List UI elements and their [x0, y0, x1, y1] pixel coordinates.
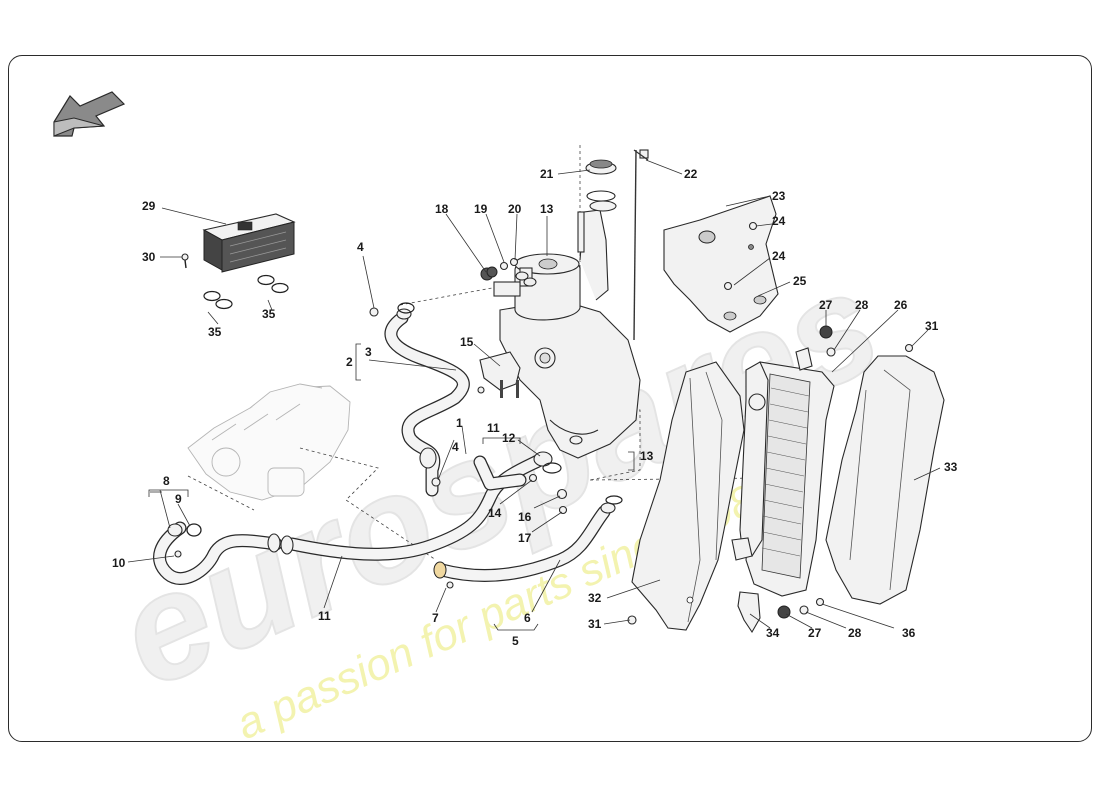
callout-labels: 1 2 3 4 4 5 6 7 8 9 10 11 11 12 13 13 14… — [112, 167, 958, 648]
callout-31-lower[interactable]: 31 — [588, 617, 602, 631]
engine-outline — [187, 383, 351, 501]
callout-7[interactable]: 7 — [432, 611, 439, 625]
callout-4[interactable]: 4 — [357, 240, 364, 254]
diagram-frame — [8, 55, 1092, 742]
oil-cooler — [181, 213, 296, 310]
callout-27[interactable]: 27 — [819, 298, 833, 312]
air-duct-front — [631, 361, 745, 631]
callout-20[interactable]: 20 — [508, 202, 522, 216]
callout-26[interactable]: 26 — [894, 298, 908, 312]
callout-31[interactable]: 31 — [925, 319, 939, 333]
arrow-back-icon[interactable] — [53, 91, 126, 137]
callout-18[interactable]: 18 — [435, 202, 449, 216]
callout-25[interactable]: 25 — [793, 274, 807, 288]
callout-1[interactable]: 1 — [456, 416, 463, 430]
callout-32[interactable]: 32 — [588, 591, 602, 605]
callout-5[interactable]: 5 — [512, 634, 519, 648]
radiator — [731, 347, 835, 597]
callout-36[interactable]: 36 — [902, 626, 916, 640]
oil-tank — [479, 159, 641, 459]
callout-28-lower[interactable]: 28 — [848, 626, 862, 640]
callout-2[interactable]: 2 — [346, 355, 353, 369]
callout-33[interactable]: 33 — [944, 460, 958, 474]
callout-15[interactable]: 15 — [460, 335, 474, 349]
callout-16[interactable]: 16 — [518, 510, 532, 524]
callout-6[interactable]: 6 — [524, 611, 531, 625]
callout-8[interactable]: 8 — [163, 474, 170, 488]
callout-10[interactable]: 10 — [112, 556, 126, 570]
callout-14[interactable]: 14 — [488, 506, 502, 520]
hose-assemblies — [153, 302, 623, 585]
callout-24-lower[interactable]: 24 — [772, 249, 786, 263]
callout-34[interactable]: 34 — [766, 626, 780, 640]
dipstick — [633, 149, 649, 341]
callout-24[interactable]: 24 — [772, 214, 786, 228]
hardware — [174, 221, 914, 634]
callout-28[interactable]: 28 — [855, 298, 869, 312]
callout-11[interactable]: 11 — [318, 609, 331, 623]
callout-3[interactable]: 3 — [365, 345, 372, 359]
callout-19[interactable]: 19 — [474, 202, 488, 216]
callout-13[interactable]: 13 — [540, 202, 554, 216]
heat-shield — [663, 195, 779, 333]
callout-35-right[interactable]: 35 — [262, 307, 276, 321]
callout-17[interactable]: 17 — [518, 531, 532, 545]
group-brackets — [148, 299, 635, 631]
callout-12[interactable]: 12 — [502, 431, 516, 445]
callout-13-lower[interactable]: 13 — [640, 449, 654, 463]
leader-lines — [127, 159, 941, 629]
air-duct-rear — [825, 355, 945, 605]
callout-29[interactable]: 29 — [142, 199, 156, 213]
callout-27-lower[interactable]: 27 — [808, 626, 822, 640]
callout-23[interactable]: 23 — [772, 189, 786, 203]
callout-21[interactable]: 21 — [540, 167, 554, 181]
callout-22[interactable]: 22 — [684, 167, 698, 181]
callout-30[interactable]: 30 — [142, 250, 156, 264]
callout-11-upper[interactable]: 11 — [487, 421, 500, 435]
callout-4-lower[interactable]: 4 — [452, 440, 459, 454]
callout-9[interactable]: 9 — [175, 492, 182, 506]
callout-35[interactable]: 35 — [208, 325, 222, 339]
